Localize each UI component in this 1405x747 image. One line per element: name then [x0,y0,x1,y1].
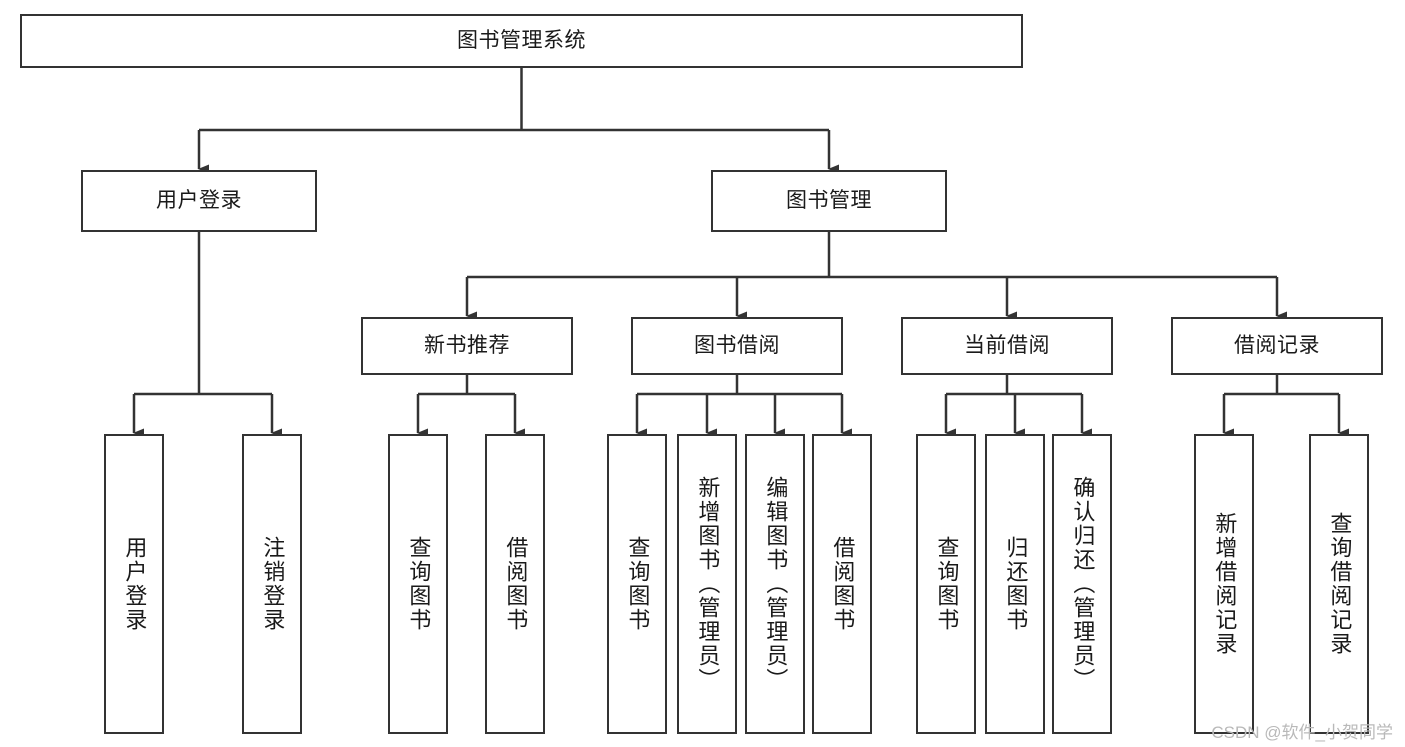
node-leaf-query-book-1[interactable]: 查询图书 [388,434,448,734]
node-leaf-add-book[interactable]: 新增图书（管理员） [677,434,737,734]
node-leaf-edit-book[interactable]: 编辑图书（管理员） [745,434,805,734]
node-root[interactable]: 图书管理系统 [20,14,1023,68]
node-leaf-return-book[interactable]: 归还图书 [985,434,1045,734]
node-book-manage[interactable]: 图书管理 [711,170,947,232]
node-current-borrow[interactable]: 当前借阅 [901,317,1113,375]
node-label: 查询图书 [625,536,651,632]
node-label: 借阅记录 [1234,333,1320,357]
watermark-text: CSDN @软件_小贺同学 [1211,723,1393,742]
node-leaf-user-login[interactable]: 用户登录 [104,434,164,734]
node-borrow-record[interactable]: 借阅记录 [1171,317,1383,375]
node-label: 图书管理 [786,188,872,212]
node-label: 新增图书（管理员） [695,476,721,692]
node-label: 查询借阅记录 [1327,512,1353,656]
node-label: 用户登录 [156,188,242,212]
node-label: 借阅图书 [503,536,529,632]
node-leaf-query-book-2[interactable]: 查询图书 [607,434,667,734]
node-label: 图书管理系统 [457,28,586,52]
node-leaf-add-record[interactable]: 新增借阅记录 [1194,434,1254,734]
node-leaf-query-book-3[interactable]: 查询图书 [916,434,976,734]
node-label: 注销登录 [260,536,286,632]
node-user-login[interactable]: 用户登录 [81,170,317,232]
node-leaf-borrow-book-2[interactable]: 借阅图书 [812,434,872,734]
node-new-book-recommend[interactable]: 新书推荐 [361,317,573,375]
edge-group [132,68,1349,438]
node-label: 图书借阅 [694,333,780,357]
node-leaf-confirm-return[interactable]: 确认归还（管理员） [1052,434,1112,734]
node-label: 查询图书 [406,536,432,632]
node-book-borrow[interactable]: 图书借阅 [631,317,843,375]
node-label: 借阅图书 [830,536,856,632]
node-label: 新增借阅记录 [1212,512,1238,656]
node-label: 新书推荐 [424,333,510,357]
node-label: 编辑图书（管理员） [763,476,789,692]
node-leaf-borrow-book-1[interactable]: 借阅图书 [485,434,545,734]
node-label: 当前借阅 [964,333,1050,357]
node-label: 查询图书 [934,536,960,632]
node-leaf-query-record[interactable]: 查询借阅记录 [1309,434,1369,734]
node-label: 归还图书 [1003,536,1029,632]
node-leaf-user-logout[interactable]: 注销登录 [242,434,302,734]
node-label: 确认归还（管理员） [1070,476,1096,692]
node-label: 用户登录 [122,536,148,632]
